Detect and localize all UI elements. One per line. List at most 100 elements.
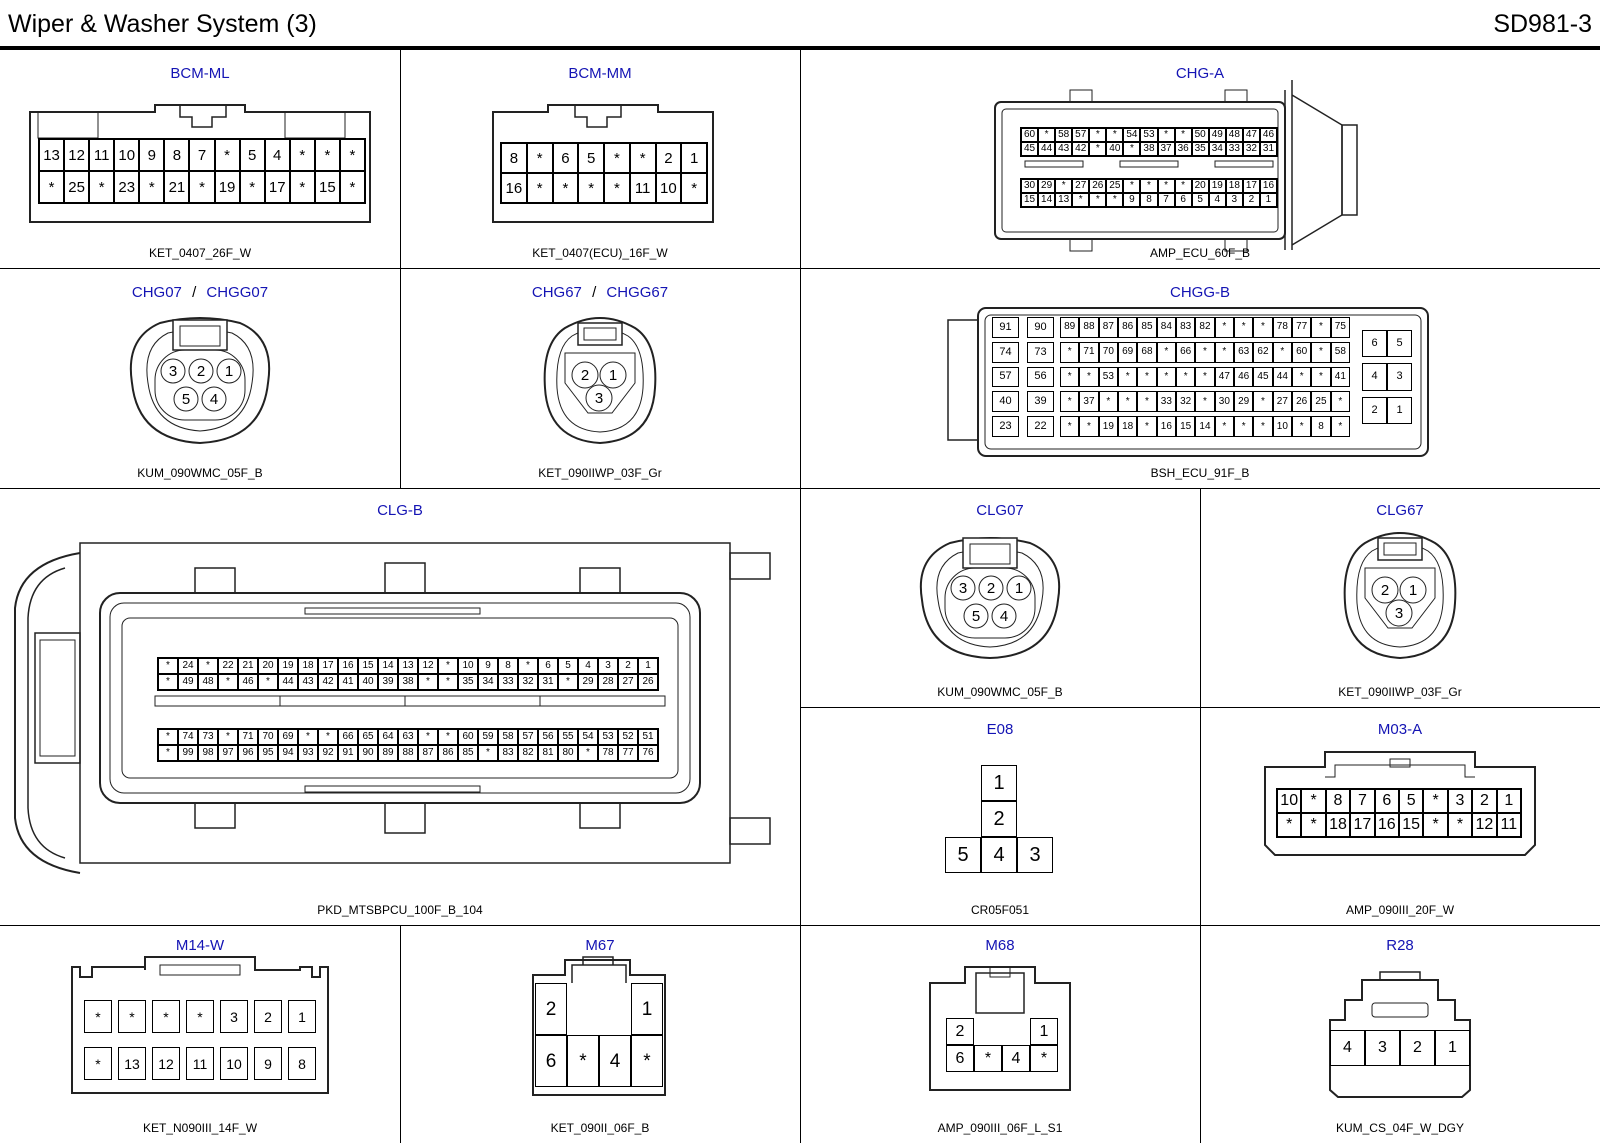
- pin: 92: [318, 745, 338, 761]
- pin: 10: [655, 173, 682, 203]
- pin: *: [1137, 366, 1157, 388]
- pin: 36: [1174, 142, 1192, 156]
- pin: 30: [1021, 179, 1039, 193]
- pin: *: [239, 171, 265, 203]
- pin: *: [189, 171, 215, 203]
- pin: 7: [189, 139, 215, 171]
- pin: 4: [1208, 193, 1226, 207]
- connector-name: CHGG-B: [1170, 284, 1230, 301]
- pin: *: [1195, 366, 1215, 388]
- connector-housing: [994, 80, 1358, 252]
- pin: 78: [1272, 317, 1292, 338]
- pin-label: 1: [1409, 582, 1417, 599]
- connector-housing: [929, 966, 1071, 1091]
- pin: 8: [164, 139, 190, 171]
- pin: *: [1447, 813, 1473, 837]
- pin: 32: [1176, 391, 1196, 413]
- pin: 47: [1214, 366, 1234, 388]
- pin: 2: [618, 658, 638, 674]
- pin: 55: [558, 729, 578, 745]
- pin-label: 3: [169, 363, 177, 380]
- pin: 54: [578, 729, 598, 745]
- pin: 13: [118, 1047, 146, 1080]
- pin: 86: [438, 745, 458, 761]
- pin: 19: [214, 171, 240, 203]
- pin: 8: [1325, 789, 1351, 813]
- pin: 91: [338, 745, 358, 761]
- pin: 85: [1137, 317, 1157, 338]
- pin: 5: [578, 143, 604, 173]
- pin: 10: [1272, 416, 1292, 437]
- connector-part-number: BSH_ECU_91F_B: [1150, 466, 1250, 480]
- pin: *: [518, 658, 538, 674]
- pin: 26: [638, 674, 658, 690]
- pin: 68: [1137, 341, 1157, 363]
- pin: 11: [186, 1047, 214, 1080]
- pin: *: [1214, 416, 1234, 437]
- pin: 45: [1253, 366, 1273, 388]
- connector-housing: [492, 104, 714, 223]
- pin: 8: [498, 658, 518, 674]
- connector-housing: [947, 307, 1429, 457]
- pin: [567, 983, 599, 1035]
- pin: 25: [1106, 179, 1124, 193]
- pin: 9: [254, 1047, 282, 1080]
- connector-name: CHG07: [131, 284, 182, 301]
- pin-label: 5: [182, 391, 190, 408]
- pin: *: [1079, 416, 1099, 437]
- pin-label: 2: [581, 367, 589, 384]
- connector-name: CLG67: [1376, 502, 1424, 519]
- pin: 48: [1225, 128, 1243, 142]
- pin: *: [218, 674, 238, 690]
- pin: 46: [1234, 366, 1254, 388]
- connector-clg07: CLG07 3 2 1 5 4 KUM_090WMC_05F_B: [800, 488, 1200, 707]
- pin: 27: [618, 674, 638, 690]
- connector-name: CHG67: [531, 284, 582, 301]
- connector-part-number: CR05F051: [970, 903, 1030, 917]
- connector-alt-name: CHGG67: [606, 284, 669, 301]
- pin: 22: [218, 658, 238, 674]
- pin: 1: [981, 765, 1017, 801]
- connector-part-number: KET_N090III_14F_W: [142, 1121, 258, 1135]
- pin: 7: [1157, 193, 1175, 207]
- grid-line: [800, 50, 801, 1143]
- pin: 9: [1123, 193, 1141, 207]
- connector-housing: 3 2 1 5 4: [129, 317, 271, 445]
- pin: 12: [418, 658, 438, 674]
- pin: *: [218, 729, 238, 745]
- connector-part-number: KET_090IIWP_03F_Gr: [1338, 685, 1462, 699]
- pin: 29: [1234, 391, 1254, 413]
- pin: *: [1330, 416, 1350, 437]
- pin: 52: [618, 729, 638, 745]
- pin: 8: [288, 1047, 316, 1080]
- pin: *: [1156, 341, 1176, 363]
- pin: *: [339, 139, 365, 171]
- pin: 87: [418, 745, 438, 761]
- pin: *: [578, 745, 598, 761]
- pin: 64: [378, 729, 398, 745]
- pin: 2: [655, 143, 682, 173]
- pin: 2: [1472, 789, 1497, 813]
- grid-line: [1200, 488, 1201, 925]
- pin: *: [567, 1035, 599, 1087]
- pin: *: [1060, 341, 1080, 363]
- pin: 50: [1191, 128, 1209, 142]
- connector-part-number: KUM_CS_04F_W_DGY: [1335, 1121, 1465, 1135]
- pin: *: [1118, 366, 1138, 388]
- pin: *: [604, 143, 630, 173]
- pin: *: [318, 729, 338, 745]
- connector-name: M14-W: [175, 937, 225, 954]
- pin: *: [1174, 179, 1192, 193]
- pin: [1002, 1018, 1030, 1045]
- pin: 49: [178, 674, 198, 690]
- pin: 88: [398, 745, 418, 761]
- pin: 63: [398, 729, 418, 745]
- pin: 18: [1225, 179, 1243, 193]
- pin: 15: [314, 171, 340, 203]
- pin: 44: [1038, 142, 1056, 156]
